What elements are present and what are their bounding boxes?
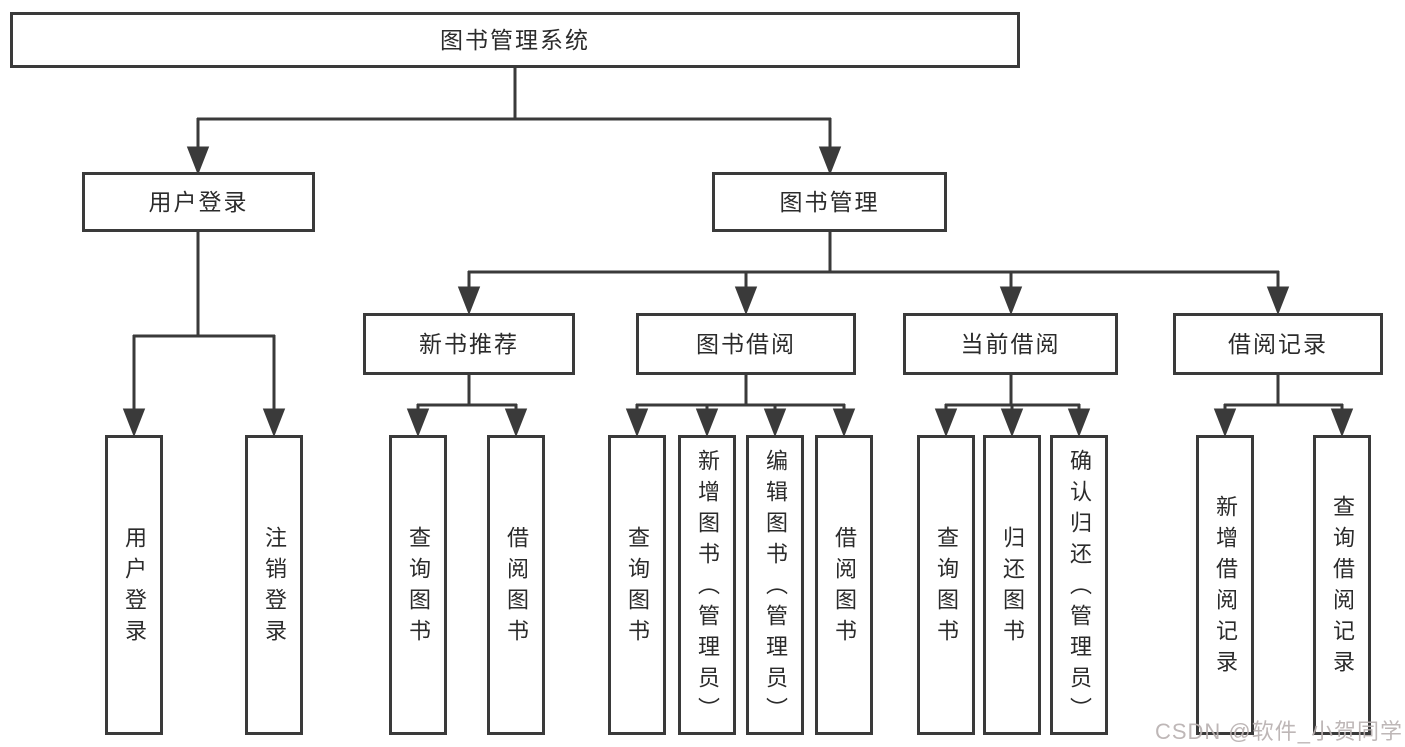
leaf-query-books-borrow: 查询图书 <box>608 435 666 735</box>
leaf-user-login: 用户登录 <box>105 435 163 735</box>
node-label: 借阅图书 <box>504 526 529 650</box>
node-label: 新书推荐 <box>419 330 519 357</box>
node-current-borrowing: 当前借阅 <box>903 313 1118 375</box>
connector-current-borrowing-to-leaves <box>934 375 1091 438</box>
leaf-add-borrow-record: 新增借阅记录 <box>1196 435 1254 735</box>
leaf-query-borrow-record: 查询借阅记录 <box>1313 435 1371 735</box>
leaf-borrow-books-recommend: 借阅图书 <box>487 435 545 735</box>
node-label: 查询图书 <box>406 526 431 650</box>
connector-book-management-to-level3 <box>457 232 1290 316</box>
node-label: 借阅记录 <box>1228 330 1328 357</box>
leaf-borrow-books-borrow: 借阅图书 <box>815 435 873 735</box>
connector-new-book-to-leaves <box>406 375 528 438</box>
connector-user-login-to-leaves <box>122 232 286 438</box>
node-label: 图书管理系统 <box>440 26 590 53</box>
node-label: 注销登录 <box>262 526 287 650</box>
connector-borrowing-records-to-leaves <box>1213 375 1354 438</box>
leaf-query-books-recommend: 查询图书 <box>389 435 447 735</box>
node-label: 查询图书 <box>934 526 959 650</box>
csdn-watermark: CSDN @软件_小贺同学 <box>1154 719 1403 744</box>
leaf-add-book-admin: 新增图书（管理员） <box>678 435 736 735</box>
leaf-logout: 注销登录 <box>245 435 303 735</box>
node-label: 用户登录 <box>148 188 249 215</box>
node-label: 查询借阅记录 <box>1330 495 1355 681</box>
node-label: 图书借阅 <box>696 330 796 357</box>
node-label: 查询图书 <box>625 526 650 650</box>
node-label: 新增图书（管理员） <box>695 448 720 728</box>
connector-book-borrowing-to-leaves <box>625 375 856 438</box>
node-label: 新增借阅记录 <box>1213 495 1238 681</box>
node-label: 归还图书 <box>1000 526 1025 650</box>
node-user-login-module: 用户登录 <box>82 172 315 232</box>
node-library-management-system: 图书管理系统 <box>10 12 1020 68</box>
node-borrowing-records: 借阅记录 <box>1173 313 1383 375</box>
leaf-query-books-current: 查询图书 <box>917 435 975 735</box>
node-label: 借阅图书 <box>832 526 857 650</box>
node-new-book-recommendation: 新书推荐 <box>363 313 575 375</box>
leaf-confirm-return-admin: 确认归还（管理员） <box>1050 435 1108 735</box>
connector-root-to-level2 <box>186 67 842 176</box>
node-book-management-module: 图书管理 <box>712 172 947 232</box>
leaf-return-books: 归还图书 <box>983 435 1041 735</box>
node-label: 编辑图书（管理员） <box>763 448 788 728</box>
node-label: 图书管理 <box>779 188 880 215</box>
leaf-edit-book-admin: 编辑图书（管理员） <box>746 435 804 735</box>
node-label: 用户登录 <box>122 526 147 650</box>
node-label: 确认归还（管理员） <box>1067 448 1092 728</box>
node-label: 当前借阅 <box>960 330 1061 357</box>
node-book-borrowing: 图书借阅 <box>636 313 856 375</box>
